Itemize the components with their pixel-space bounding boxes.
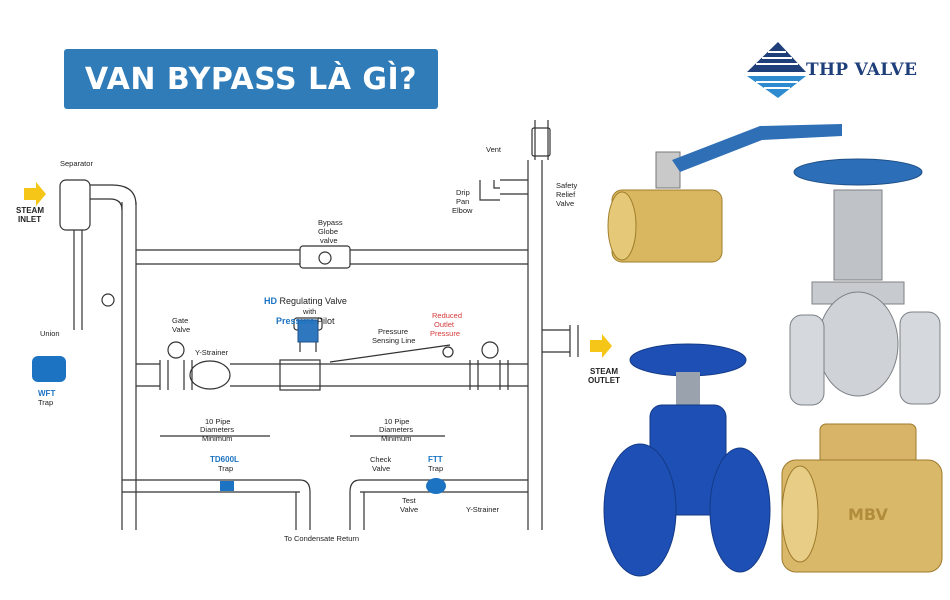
- drip-label: Drip: [456, 188, 470, 197]
- test-valve-label: Test: [402, 496, 417, 505]
- svg-text:HD Regulating Valve: HD Regulating Valve: [264, 296, 347, 306]
- test-valve-label-2: Valve: [400, 505, 418, 514]
- gate-valve-label-2: Valve: [172, 325, 190, 334]
- hd-label: HD: [264, 296, 277, 306]
- vent-label: Vent: [486, 145, 502, 154]
- drip-label-2: Pan: [456, 197, 469, 206]
- pipe-left-label: 10 Pipe: [205, 417, 230, 426]
- wft-trap-label: Trap: [38, 398, 53, 407]
- pressure-sensing-label: Pressure: [378, 327, 408, 336]
- brass-ball-valve-icon: [607, 124, 842, 263]
- condensate-label: To Condensate Return: [284, 534, 359, 543]
- reduced-label: Reduced: [432, 311, 462, 320]
- steam-inlet-label: STEAM: [16, 206, 44, 215]
- steam-outlet-label-2: OUTLET: [588, 376, 620, 385]
- svg-text:Pressure Pilot: Pressure Pilot: [276, 316, 335, 326]
- brass-check-valve-icon: MBV: [781, 423, 943, 573]
- check-valve-label: Check: [370, 455, 392, 464]
- safety-label-2: Relief: [556, 190, 576, 199]
- pipe-left-label-2: Diameters: [200, 425, 234, 434]
- pipe-right-label: 10 Pipe: [384, 417, 409, 426]
- page-title: VAN BYPASS LÀ GÌ?: [84, 61, 418, 97]
- pressure-pilot-label-b: Pilot: [315, 316, 336, 326]
- drip-label-3: Elbow: [452, 206, 473, 215]
- steam-inlet-label-2: INLET: [18, 215, 41, 224]
- with-label: with: [302, 307, 316, 316]
- stainless-globe-valve-icon: [789, 158, 941, 406]
- bypass-label-2: Globe: [318, 227, 338, 236]
- pressure-sensing-label-2: Sensing Line: [372, 336, 415, 345]
- mbv-marking: MBV: [848, 505, 888, 524]
- separator-label: Separator: [60, 159, 93, 168]
- gate-valve-label: Gate: [172, 316, 188, 325]
- pipe-left-label-3: Minimum: [202, 434, 232, 443]
- ftt-trap-label: Trap: [428, 464, 443, 473]
- reduced-label-2: Outlet: [434, 320, 455, 329]
- steam-outlet-label: STEAM: [590, 367, 618, 376]
- title-banner: VAN BYPASS LÀ GÌ?: [64, 49, 438, 109]
- bypass-label-3: valve: [320, 236, 338, 245]
- pressure-pilot-label: Pressure: [276, 316, 315, 326]
- check-valve-label-2: Valve: [372, 464, 390, 473]
- td600l-label: TD600L: [210, 455, 239, 464]
- td600l-trap-label: Trap: [218, 464, 233, 473]
- y-strainer-2-label: Y-Strainer: [466, 505, 500, 514]
- y-strainer-label: Y-Strainer: [195, 348, 229, 357]
- safety-label: Safety: [556, 181, 578, 190]
- reduced-label-3: Pressure: [430, 329, 460, 338]
- union-label: Union: [40, 329, 60, 338]
- safety-label-3: Valve: [556, 199, 574, 208]
- bypass-label: Bypass: [318, 218, 343, 227]
- brand-name: THP VALVE: [806, 60, 918, 80]
- pipe-right-label-2: Diameters: [379, 425, 413, 434]
- thp-valve-logo-icon: [747, 42, 806, 98]
- pipe-right-label-3: Minimum: [381, 434, 411, 443]
- hd-label-b: Regulating Valve: [277, 296, 347, 306]
- wft-label: WFT: [38, 389, 55, 398]
- blue-gate-valve-icon: [603, 343, 771, 577]
- ftt-label: FTT: [428, 455, 443, 464]
